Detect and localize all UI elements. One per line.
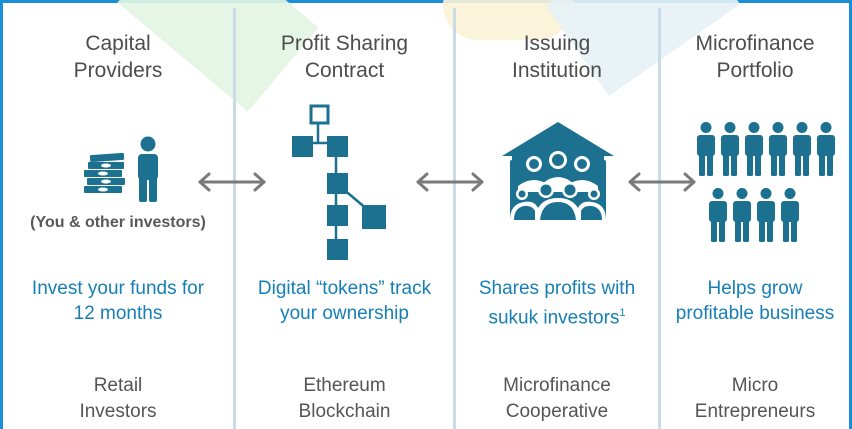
column-description: Digital “tokens” track your ownership xyxy=(236,276,453,326)
cooperative-house-icon xyxy=(502,122,614,220)
description-line: your ownership xyxy=(280,303,409,324)
double-arrow-icon xyxy=(628,172,696,192)
money-person-icon xyxy=(84,136,158,202)
column-capital-providers: Capital Providers xyxy=(3,0,233,429)
column-description: Invest your funds for 12 months xyxy=(3,276,233,326)
column-issuing-institution: Issuing Institution xyxy=(456,0,658,429)
column-description: Shares profits with sukuk investors1 xyxy=(456,276,658,330)
description-line: Shares profits with xyxy=(478,278,636,299)
description-line: Digital “tokens” track xyxy=(257,278,432,299)
footer-line: Blockchain xyxy=(298,401,391,422)
footer-line: Micro xyxy=(731,375,779,396)
column-title: Issuing Institution xyxy=(456,30,658,84)
description-line: Invest your funds for xyxy=(31,278,205,299)
footnote-marker: 1 xyxy=(619,307,626,319)
title-line: Contract xyxy=(304,59,385,82)
title-line: Issuing xyxy=(523,32,591,55)
footer-line: Ethereum xyxy=(303,375,386,396)
column-footer: Micro Entrepreneurs xyxy=(661,373,849,425)
column-divider xyxy=(233,8,236,429)
footer-line: Cooperative xyxy=(505,401,609,422)
title-line: Portfolio xyxy=(716,59,794,82)
title-line: Capital xyxy=(85,32,151,55)
column-footer: Ethereum Blockchain xyxy=(236,373,453,425)
title-line: Institution xyxy=(512,59,602,82)
column-title: Microfinance Portfolio xyxy=(661,30,849,84)
column-footer: Retail Investors xyxy=(3,373,233,425)
title-line: Providers xyxy=(73,59,163,82)
double-arrow-icon xyxy=(198,172,266,192)
people-group-icon xyxy=(697,122,835,242)
description-line: 12 months xyxy=(73,303,163,324)
title-line: Microfinance xyxy=(695,32,815,55)
description-line: profitable business xyxy=(675,303,835,324)
column-title: Profit Sharing Contract xyxy=(236,30,453,84)
column-title: Capital Providers xyxy=(3,30,233,84)
column-footer: Microfinance Cooperative xyxy=(456,373,658,425)
column-subtitle: (You & other investors) xyxy=(30,214,206,231)
description-text: sukuk investors xyxy=(488,307,620,329)
description-line: sukuk investors1 xyxy=(456,301,658,330)
footer-line: Investors xyxy=(79,401,157,422)
footer-line: Entrepreneurs xyxy=(694,401,816,422)
column-divider xyxy=(453,8,456,429)
column-divider xyxy=(658,8,661,429)
column-profit-sharing-contract: Profit Sharing Contract Digital “tokens”… xyxy=(236,0,453,429)
column-microfinance-portfolio: Microfinance Portfolio xyxy=(661,0,849,429)
footer-line: Microfinance xyxy=(503,375,611,396)
column-description: Helps grow profitable business xyxy=(661,276,849,326)
description-line: Helps grow xyxy=(707,278,803,299)
blockchain-icon xyxy=(292,104,386,260)
footer-line: Retail xyxy=(93,375,143,396)
double-arrow-icon xyxy=(416,172,484,192)
title-line: Profit Sharing xyxy=(280,32,409,55)
